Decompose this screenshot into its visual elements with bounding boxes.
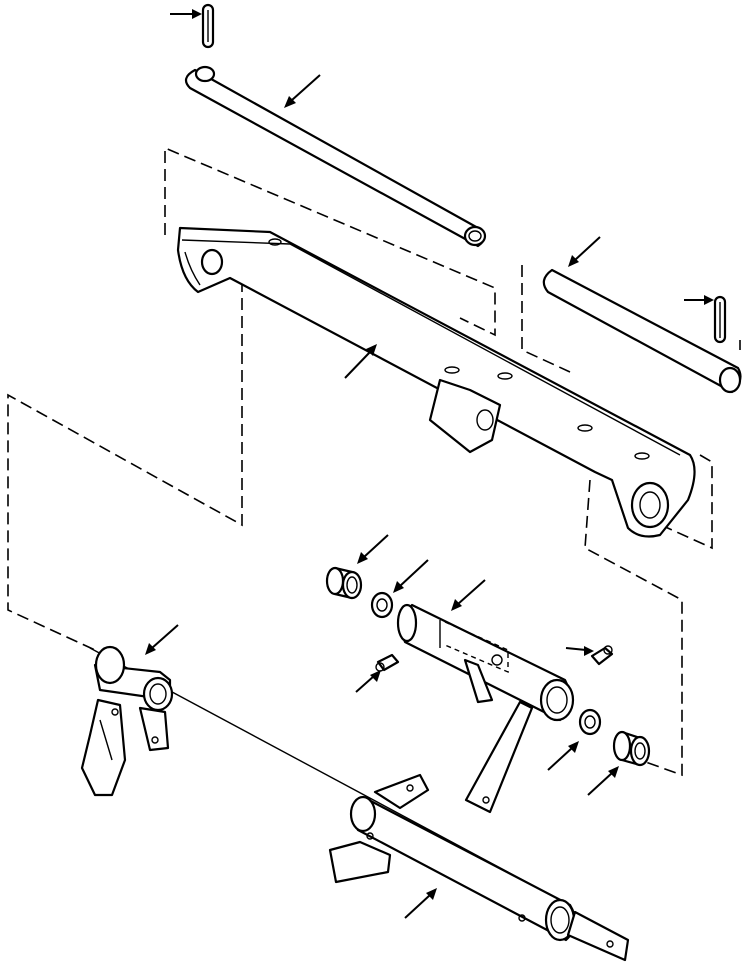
right-pivot-shaft	[542, 268, 742, 394]
seal-washer-left-callout	[393, 559, 429, 593]
needle-bearing-left-callout	[357, 534, 389, 564]
right-pivot-shaft-callout	[568, 236, 601, 267]
frame-crossmember	[176, 226, 696, 538]
lower-cross-shaft	[328, 773, 630, 962]
roll-pin-top	[201, 3, 215, 49]
grease-fitting-left	[375, 653, 400, 672]
needle-bearing-right	[612, 730, 651, 767]
needle-bearing-left	[325, 566, 363, 600]
frame-crossmember-callout	[344, 344, 377, 379]
needle-bearing-right-callout	[587, 766, 619, 796]
lower-cross-shaft-callout	[404, 888, 437, 919]
seal-washer-left	[370, 591, 394, 619]
rocker-tube-callout	[451, 579, 486, 611]
upper-pivot-shaft	[184, 65, 487, 248]
seal-washer-right-callout	[547, 741, 579, 771]
grease-fitting-left-callout	[355, 670, 381, 693]
upper-pivot-shaft-callout	[284, 74, 321, 108]
grease-fitting-right	[590, 645, 614, 666]
roll-pin-right	[713, 295, 727, 344]
left-lever-bracket	[80, 645, 174, 797]
roll-pin-right-callout	[684, 295, 714, 305]
rocker-tube	[396, 603, 575, 814]
roll-pin-top-callout	[170, 9, 202, 19]
left-lever-bracket-callout	[145, 624, 179, 655]
seal-washer-right	[578, 708, 602, 736]
grease-fitting-right-callout	[565, 646, 594, 656]
